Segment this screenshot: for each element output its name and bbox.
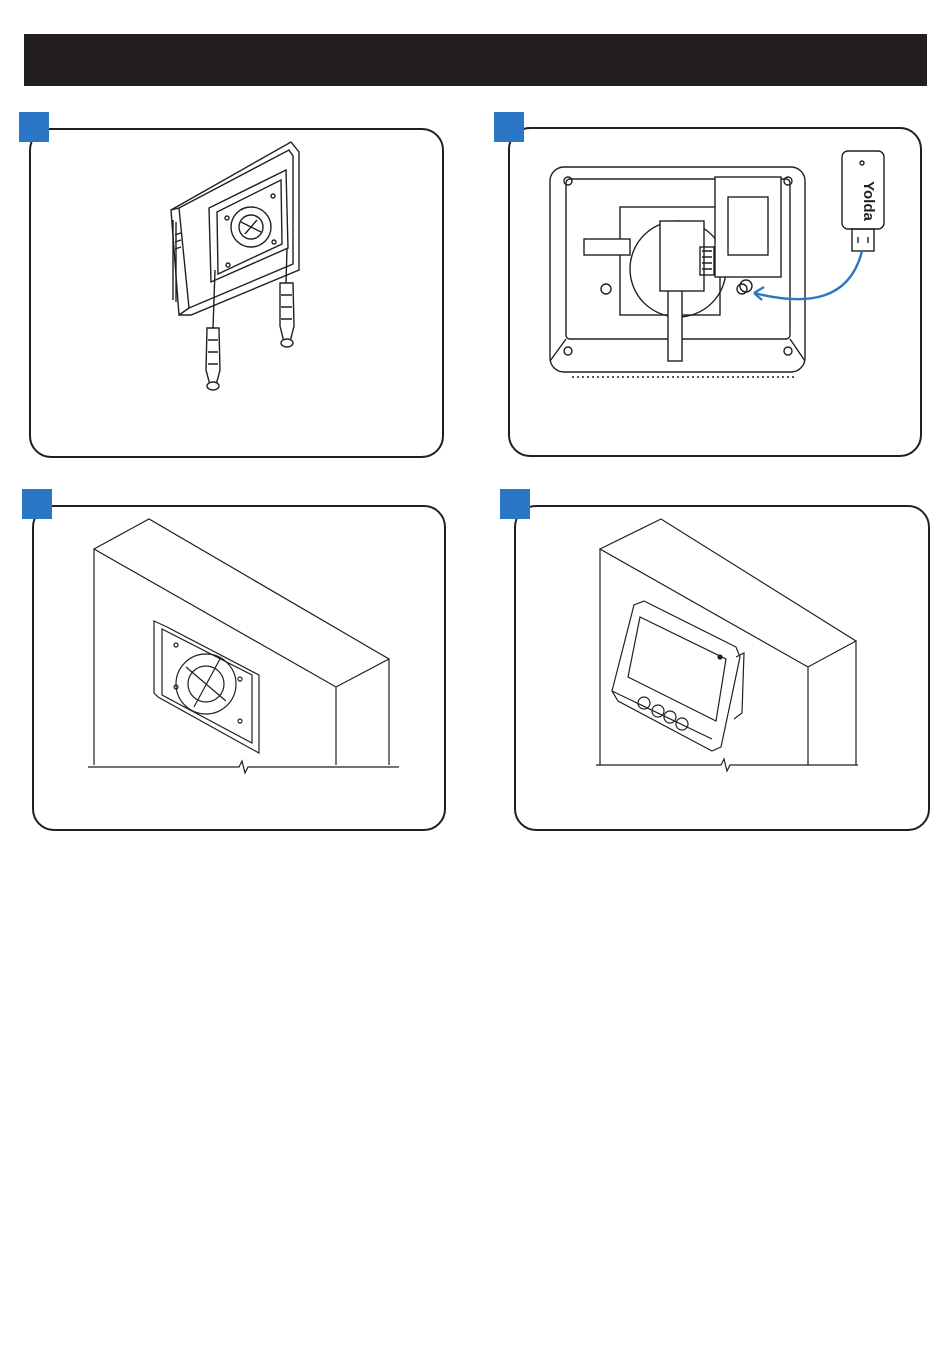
step-1-marker xyxy=(19,112,49,142)
step-2-illustration: Yolda xyxy=(510,129,924,459)
step-3-panel xyxy=(32,505,446,831)
usb-brand-text: Yolda xyxy=(860,181,877,221)
step-4-marker xyxy=(500,489,530,519)
step-1-panel xyxy=(29,128,444,458)
step-4-panel xyxy=(514,505,930,831)
step-2-panel: Yolda xyxy=(508,127,922,457)
step-3-illustration xyxy=(34,507,448,833)
header-bar xyxy=(24,34,927,86)
step-1-illustration xyxy=(31,130,446,460)
step-2-marker xyxy=(494,112,524,142)
step-3-marker xyxy=(22,489,52,519)
step-4-illustration xyxy=(516,507,932,833)
